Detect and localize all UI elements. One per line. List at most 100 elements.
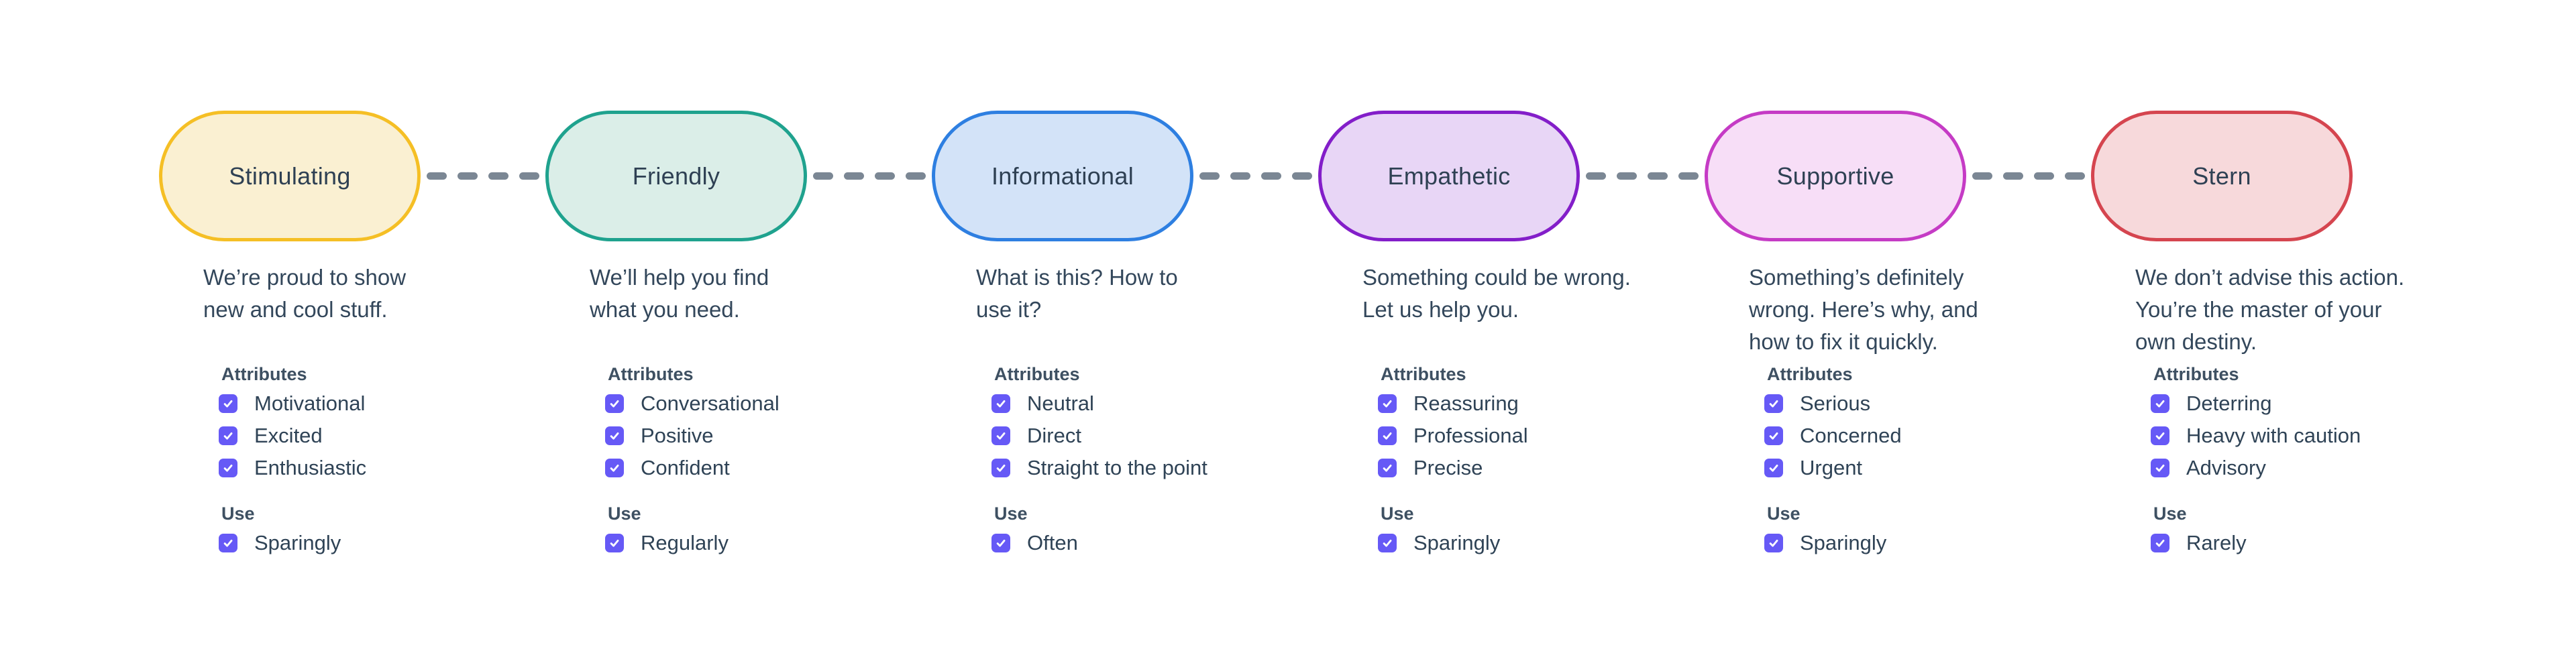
- connector-dash: [2065, 172, 2085, 180]
- checkbox-checked[interactable]: [1764, 534, 1783, 552]
- connector-dash: [458, 172, 478, 180]
- checkbox-label: Professional: [1413, 424, 1528, 447]
- checkbox-label: Direct: [1027, 424, 1081, 447]
- checkbox-label: Excited: [254, 424, 323, 447]
- checkbox-label: Enthusiastic: [254, 456, 367, 479]
- checkbox-checked[interactable]: [605, 534, 624, 552]
- checkbox-row: Advisory: [2151, 452, 2415, 484]
- attributes-heading: Attributes: [1381, 364, 1466, 384]
- connector-dash: [488, 172, 508, 180]
- checkbox-checked[interactable]: [605, 459, 624, 477]
- connector-dash: [906, 172, 926, 180]
- tone-column-friendly: Friendly We’ll help you find what you ne…: [483, 111, 926, 559]
- connector-dash: [1199, 172, 1220, 180]
- tone-pill: Stern: [2091, 111, 2353, 241]
- checkbox-checked[interactable]: [219, 459, 237, 477]
- checkbox-checked[interactable]: [2151, 426, 2169, 445]
- checkbox-checked[interactable]: [2151, 534, 2169, 552]
- checkbox-row: Direct: [991, 420, 1256, 452]
- tone-description: What is this? How to use it?: [976, 265, 1178, 322]
- checkbox-row: Excited: [219, 420, 483, 452]
- checkmark-icon: [1383, 464, 1392, 472]
- checkbox-checked[interactable]: [991, 459, 1010, 477]
- checkbox-row: Rarely: [2151, 527, 2415, 559]
- checkbox-checked[interactable]: [219, 394, 237, 413]
- checkbox-row: Confident: [605, 452, 869, 484]
- connector-dash: [1617, 172, 1637, 180]
- checkmark-icon: [1769, 539, 1778, 547]
- checkmark-icon: [996, 432, 1006, 440]
- connector-dash: [1292, 172, 1312, 180]
- checkbox-label: Often: [1027, 531, 1078, 554]
- checkmark-icon: [996, 400, 1006, 408]
- connector-dash: [1678, 172, 1699, 180]
- checkmark-icon: [610, 539, 619, 547]
- checkbox-checked[interactable]: [2151, 459, 2169, 477]
- tone-pill-label: Empathetic: [1387, 162, 1511, 190]
- checkbox-checked[interactable]: [2151, 394, 2169, 413]
- checkbox-row: Serious: [1764, 388, 2029, 420]
- use-heading: Use: [1767, 504, 1801, 524]
- tone-pill-label: Stimulating: [229, 162, 351, 190]
- connector-dashed-line: [807, 172, 932, 180]
- checkbox-row: Deterring: [2151, 388, 2415, 420]
- checkbox-label: Concerned: [1800, 424, 1902, 447]
- checkmark-icon: [1769, 432, 1778, 440]
- connector-dash: [1230, 172, 1250, 180]
- checkbox-checked[interactable]: [1764, 426, 1783, 445]
- checkbox-label: Conversational: [641, 392, 780, 415]
- tone-pill: Stimulating: [159, 111, 421, 241]
- checkbox-row: Neutral: [991, 388, 1256, 420]
- checkmark-icon: [223, 464, 233, 472]
- checkbox-checked[interactable]: [219, 534, 237, 552]
- connector-dash: [2034, 172, 2054, 180]
- checkbox-row: Regularly: [605, 527, 869, 559]
- checkbox-checked[interactable]: [1764, 394, 1783, 413]
- use-heading: Use: [1381, 504, 1414, 524]
- tone-pill-label: Stern: [2192, 162, 2251, 190]
- checkbox-label: Positive: [641, 424, 714, 447]
- checkbox-label: Urgent: [1800, 456, 1863, 479]
- attributes-list: Serious Concerned Urgent: [1764, 388, 2029, 484]
- checkbox-checked[interactable]: [991, 394, 1010, 413]
- tone-column-stern: Stern We don’t advise this action. You’r…: [2029, 111, 2415, 559]
- checkbox-checked[interactable]: [1378, 426, 1397, 445]
- checkmark-icon: [223, 539, 233, 547]
- checkbox-label: Deterring: [2186, 392, 2272, 415]
- checkbox-checked[interactable]: [1378, 394, 1397, 413]
- attributes-heading: Attributes: [1767, 364, 1853, 384]
- checkbox-row: Sparingly: [1764, 527, 2029, 559]
- attributes-list: Deterring Heavy with caution Advisory: [2151, 388, 2415, 484]
- checkbox-checked[interactable]: [1378, 534, 1397, 552]
- checkbox-checked[interactable]: [605, 394, 624, 413]
- tone-description: We don’t advise this action. You’re the …: [2135, 265, 2405, 354]
- checkbox-label: Precise: [1413, 456, 1483, 479]
- checkbox-row: Sparingly: [1378, 527, 1642, 559]
- checkbox-row: Straight to the point: [991, 452, 1256, 484]
- connector-dashed-line: [421, 172, 545, 180]
- use-list: Sparingly: [1764, 527, 2029, 559]
- attributes-list: Motivational Excited Enthusiastic: [219, 388, 483, 484]
- connector-dash: [519, 172, 539, 180]
- tone-pill-label: Informational: [991, 162, 1134, 190]
- checkbox-checked[interactable]: [991, 426, 1010, 445]
- tone-pill: Informational: [932, 111, 1193, 241]
- checkbox-checked[interactable]: [605, 426, 624, 445]
- connector-dash: [2003, 172, 2023, 180]
- use-heading: Use: [994, 504, 1028, 524]
- use-heading: Use: [608, 504, 641, 524]
- checkbox-checked[interactable]: [991, 534, 1010, 552]
- checkmark-icon: [610, 432, 619, 440]
- connector-dash: [1648, 172, 1668, 180]
- checkmark-icon: [223, 400, 233, 408]
- checkbox-row: Concerned: [1764, 420, 2029, 452]
- checkbox-checked[interactable]: [219, 426, 237, 445]
- checkbox-checked[interactable]: [1378, 459, 1397, 477]
- connector-dash: [1586, 172, 1606, 180]
- checkbox-checked[interactable]: [1764, 459, 1783, 477]
- tone-pill: Empathetic: [1318, 111, 1580, 241]
- attributes-heading: Attributes: [608, 364, 694, 384]
- checkbox-label: Straight to the point: [1027, 456, 1208, 479]
- connector-dashed-line: [1580, 172, 1705, 180]
- checkbox-label: Reassuring: [1413, 392, 1519, 415]
